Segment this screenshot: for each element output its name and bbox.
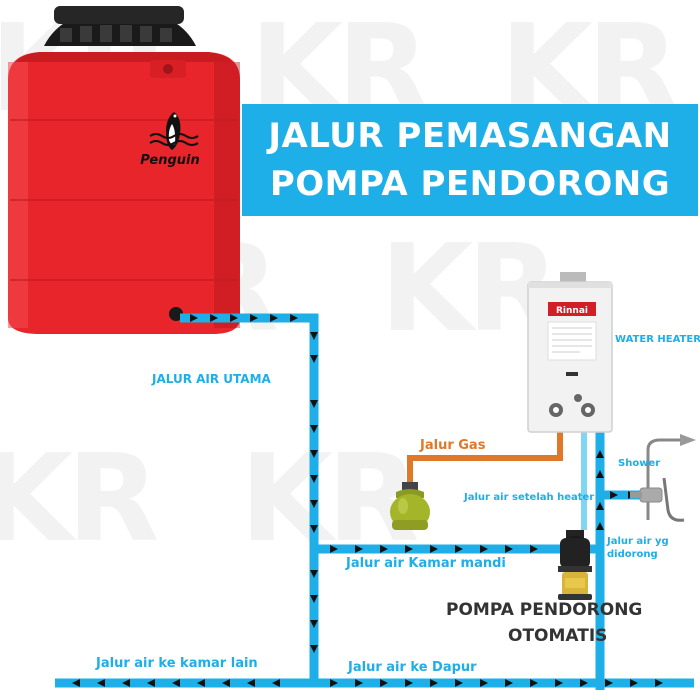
penguin-logo-icon (149, 112, 199, 150)
heater-brand-label: Rinnai (556, 306, 588, 316)
other-room-line-label: Jalur air ke kamar lain (96, 656, 258, 671)
gas-pipe (407, 430, 563, 488)
pump-label-line-2: OTOMATIS (508, 626, 608, 646)
gas-cylinder-icon (390, 482, 430, 530)
title-line-1: JALUR PEMASANGAN (268, 116, 672, 156)
watermark-text: KR (240, 430, 419, 569)
kitchen-line-label: Jalur air ke Dapur (348, 660, 477, 675)
title-line-2: POMPA PENDORONG (269, 164, 671, 204)
shower-label: Shower (618, 458, 661, 469)
tank-brand-label: Penguin (140, 153, 200, 168)
pump-icon (558, 530, 592, 600)
pushed-line-label-2: didorong (607, 549, 658, 560)
gas-line-label: Jalur Gas (420, 438, 486, 453)
main-water-line-label: JALUR AIR UTAMA (152, 372, 271, 386)
watermark-text: KR (0, 430, 159, 569)
bathroom-line-label: Jalur air Kamar mandi (346, 556, 506, 571)
title-banner: JALUR PEMASANGAN POMPA PENDORONG (242, 104, 698, 216)
after-heater-line-label: Jalur air setelah heater (464, 492, 595, 503)
water-heater-label: WATER HEATER (615, 334, 700, 345)
water-heater: Rinnai (527, 272, 613, 433)
water-tank: Penguin (8, 6, 240, 334)
pushed-line-label-1: Jalur air yg (607, 536, 669, 547)
pump-label-line-1: POMPA PENDORONG (446, 600, 643, 620)
shower-icon (630, 434, 696, 522)
